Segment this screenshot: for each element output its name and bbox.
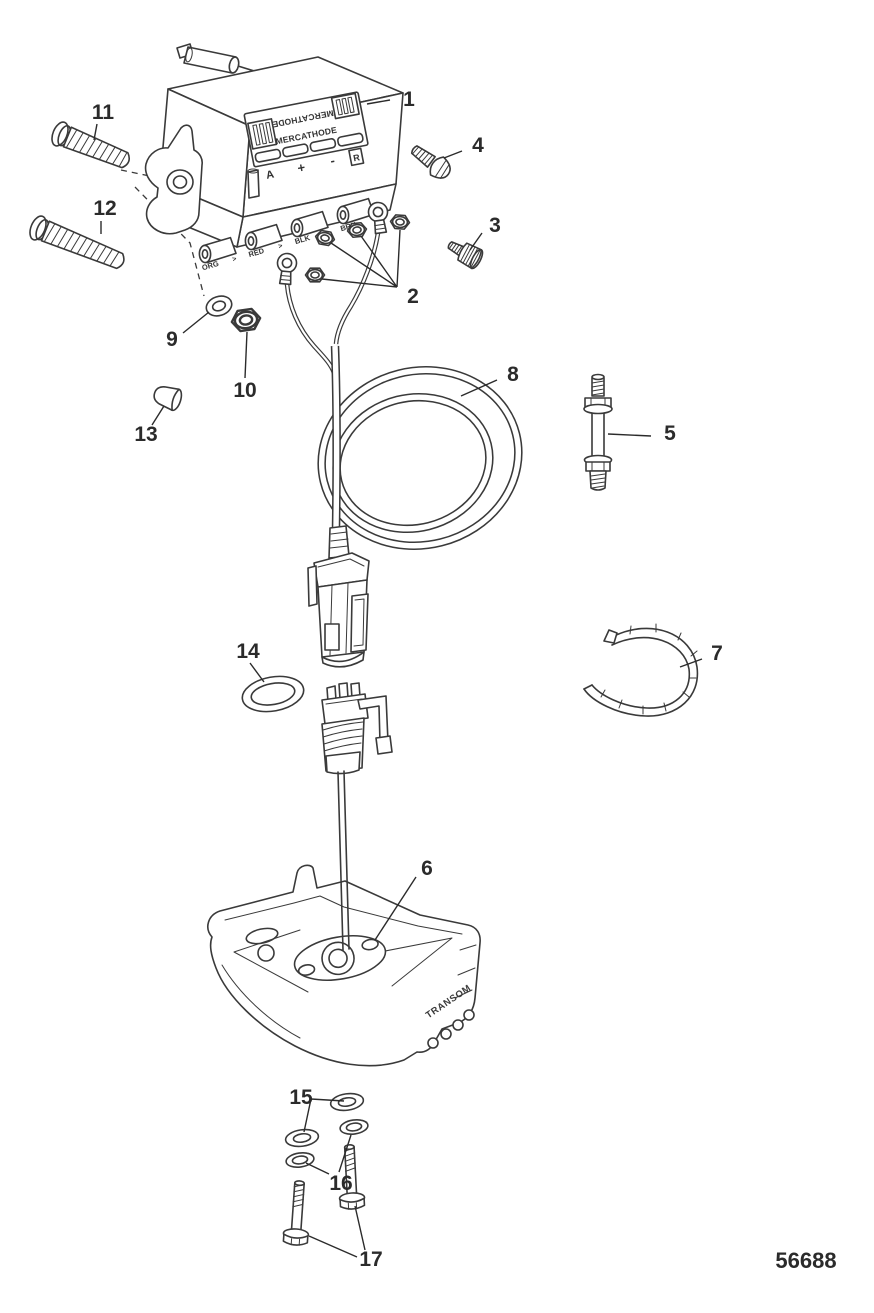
- callout-7: 7: [679, 642, 723, 668]
- washer-9: [205, 295, 233, 317]
- callout-8: 8: [460, 363, 519, 397]
- mounting-gusset: [144, 124, 203, 235]
- fuse-holder: [176, 43, 265, 75]
- svg-text:6: 6: [421, 857, 433, 880]
- svg-text:9: 9: [166, 328, 178, 351]
- callout-12: 12: [93, 197, 117, 234]
- svg-text:1: 1: [403, 88, 415, 111]
- cable: [330, 345, 341, 529]
- terminal-label-blk: BLK: [294, 233, 312, 246]
- svg-text:10: 10: [233, 379, 256, 402]
- callout-17: 17: [308, 1205, 383, 1271]
- boss-plate-6: [293, 935, 387, 981]
- svg-text:12: 12: [93, 197, 116, 220]
- callout-3: 3: [469, 214, 501, 251]
- svg-text:2: 2: [407, 285, 419, 308]
- svg-text:5: 5: [664, 422, 676, 445]
- callout-6: 6: [374, 857, 433, 941]
- callouts: 1 2 3 4 5 6 7 8: [92, 88, 723, 1271]
- cap-13: [153, 386, 183, 412]
- svg-text:3: 3: [489, 214, 501, 237]
- thumbscrew-3: [447, 241, 484, 270]
- callout-16: 16: [305, 1134, 353, 1195]
- callout-11: 11: [92, 101, 115, 141]
- callout-13: 13: [134, 405, 165, 446]
- connector-lower: [321, 682, 393, 775]
- screw-12: [26, 212, 129, 275]
- connector-upper: [307, 525, 370, 668]
- screw-11: [48, 118, 135, 175]
- svg-text:15: 15: [289, 1086, 313, 1109]
- controller-label: MERCATHODE MERCATHODE A + - R: [243, 91, 369, 182]
- svg-text:16: 16: [329, 1172, 352, 1195]
- terminal-separator: >: [232, 256, 238, 264]
- svg-text:7: 7: [711, 642, 723, 665]
- callout-4: 4: [443, 134, 484, 159]
- anode-rod: [337, 770, 350, 951]
- terminal-label-red: RED: [247, 246, 265, 259]
- terminal-separator: >: [278, 243, 284, 251]
- transom-bracket: TRANSOM: [207, 864, 481, 1067]
- svg-text:11: 11: [92, 101, 115, 124]
- locknut-10: [229, 306, 263, 334]
- mark-plus: +: [296, 159, 307, 175]
- svg-text:4: 4: [472, 134, 484, 157]
- mark-a: A: [265, 168, 275, 181]
- mark-minus: -: [329, 153, 336, 169]
- stud-5: [583, 373, 613, 491]
- callout-1: 1: [366, 88, 415, 111]
- svg-text:8: 8: [507, 363, 519, 386]
- callout-14: 14: [236, 640, 265, 683]
- svg-text:14: 14: [236, 640, 260, 663]
- svg-text:17: 17: [359, 1248, 382, 1271]
- drawing-number: 56688: [775, 1248, 836, 1273]
- ring-terminal: [274, 251, 299, 286]
- callout-2: 2: [321, 229, 419, 308]
- screw-4: [410, 145, 451, 179]
- retainer-clip-7: [583, 623, 699, 717]
- o-ring-14: [241, 675, 305, 713]
- callout-9: 9: [166, 311, 210, 351]
- svg-text:13: 13: [134, 423, 157, 446]
- controller-assembly: MERCATHODE MERCATHODE A + - R ORG > RED …: [144, 43, 404, 272]
- callout-15: 15: [289, 1086, 345, 1133]
- callout-10: 10: [233, 331, 257, 402]
- mark-r: R: [352, 152, 361, 163]
- callout-5: 5: [607, 422, 676, 445]
